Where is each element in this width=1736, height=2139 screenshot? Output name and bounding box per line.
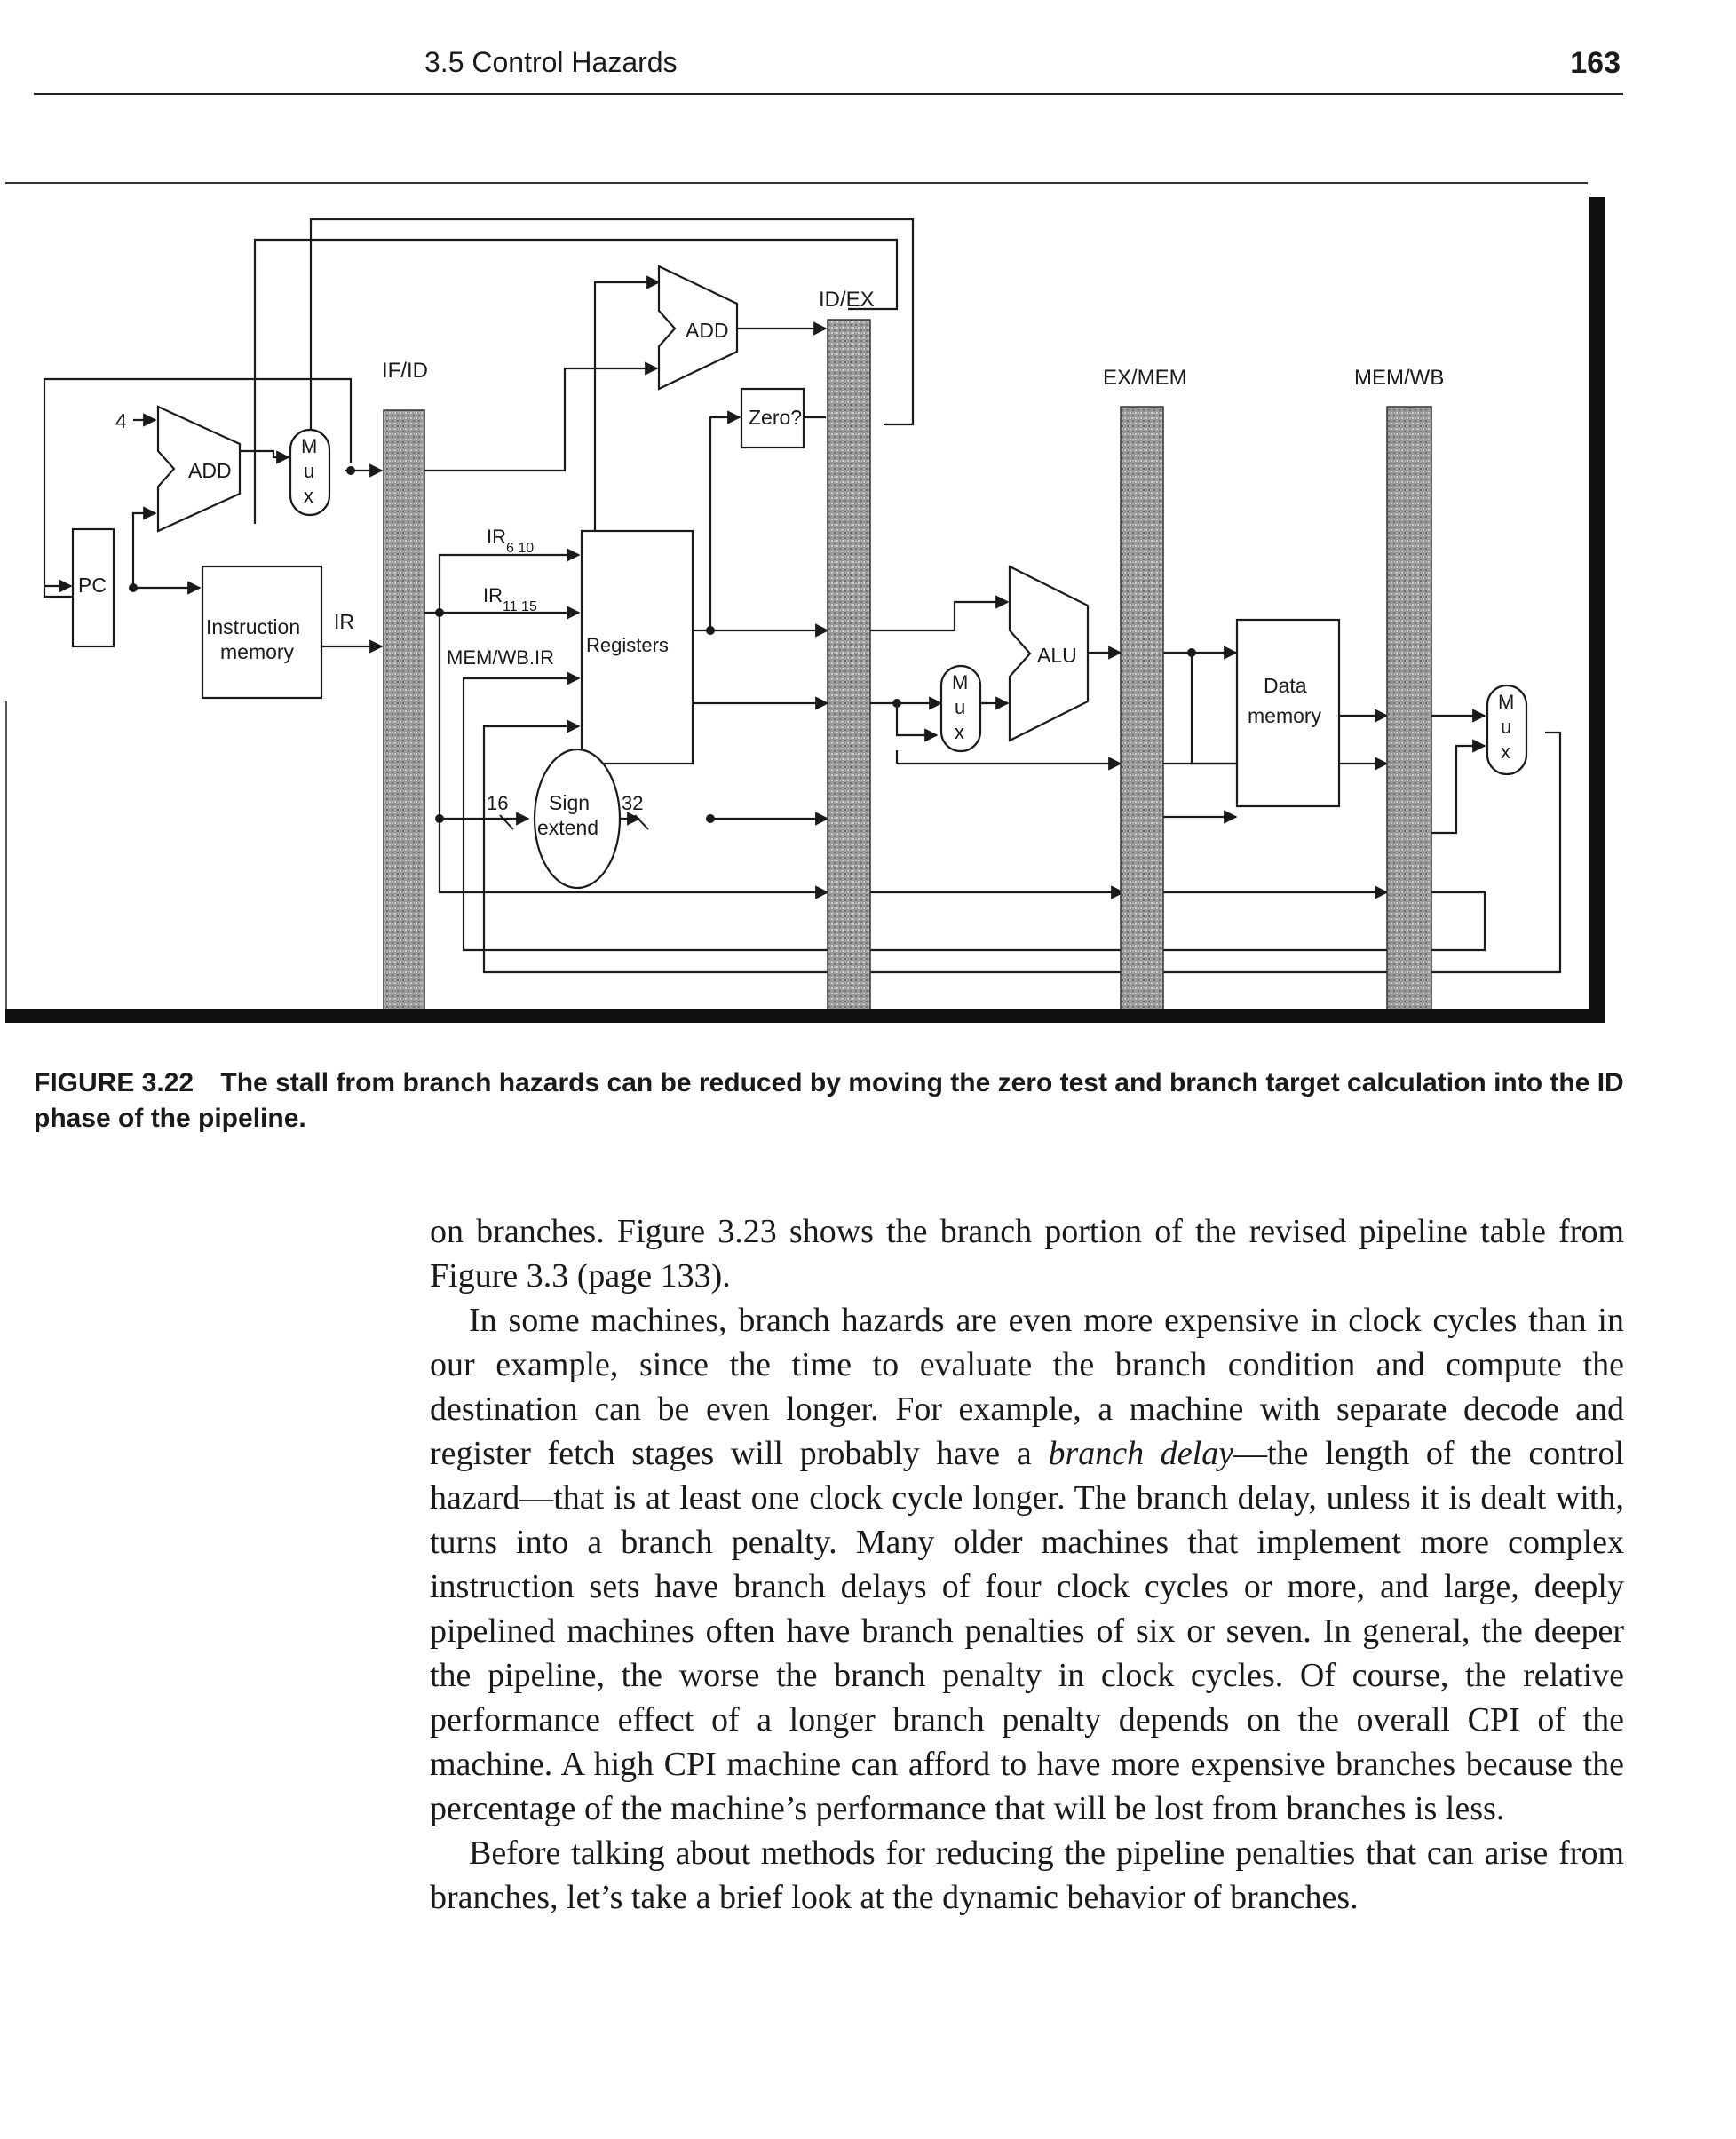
figure-caption-label: FIGURE 3.22	[34, 1068, 194, 1097]
label-ex-mem: EX/MEM	[1103, 366, 1187, 390]
paragraph-2-rest: —the length of the control hazard—that i…	[430, 1435, 1625, 1827]
figure-top-rule	[5, 182, 1588, 184]
term-branch-delay: branch delay	[1048, 1435, 1234, 1472]
ir-label: IR	[334, 610, 354, 633]
paragraph-2: In some machines, branch hazards are eve…	[430, 1298, 1624, 1831]
pc-adder-label: ADD	[188, 459, 232, 482]
data-memory	[1235, 618, 1341, 808]
label-id-ex: ID/EX	[819, 288, 875, 312]
wires	[43, 218, 1562, 974]
pc-label: PC	[78, 574, 107, 597]
width-32-label: 32	[622, 792, 643, 814]
pc-mux-m: M	[301, 435, 317, 457]
register-file-label: Registers	[586, 634, 669, 656]
pc-mux-u: u	[304, 460, 314, 482]
pc-register	[71, 527, 115, 648]
register-file	[580, 529, 694, 765]
data-memory-label-1: Data	[1264, 674, 1307, 697]
junction-dots	[129, 466, 1196, 823]
data-memory-label-2: memory	[1248, 704, 1322, 727]
page-number: 163	[1570, 46, 1621, 80]
writeback-mux-x: x	[1501, 741, 1510, 763]
ex-mem-register	[1120, 406, 1164, 1012]
writeback-mux-u: u	[1501, 716, 1511, 738]
ir-6-10-label: IR6 10	[487, 526, 534, 556]
paragraph-1: on branches. Figure 3.23 shows the branc…	[430, 1213, 1624, 1295]
figure-frame-bottom	[5, 1009, 1605, 1023]
instruction-memory-label-2: memory	[220, 640, 295, 663]
pc-mux-x: x	[304, 485, 313, 507]
figure-caption: FIGURE 3.22 The stall from branch hazard…	[34, 1066, 1632, 1137]
figure-frame-right	[1589, 197, 1605, 1023]
const-four: 4	[115, 409, 127, 432]
zero-test-label: Zero?	[749, 406, 802, 429]
alu-mux-x: x	[955, 721, 964, 743]
figure-left-rule	[5, 701, 7, 1009]
instruction-memory-label-1: Instruction	[206, 615, 300, 638]
pipeline-registers	[383, 319, 1432, 1012]
pipeline-diagram: IF/ID ID/EX EX/MEM MEM/WB PC 4 ADD M u x…	[43, 218, 1562, 1012]
body-text: on branches. Figure 3.23 shows the branc…	[430, 1209, 1624, 1920]
pc-mux	[289, 428, 331, 517]
alu-mux	[939, 664, 982, 753]
paragraph-3: Before talking about methods for reducin…	[430, 1834, 1624, 1916]
label-if-id: IF/ID	[382, 359, 428, 383]
mem-wb-ir-label: MEM/WB.IR	[447, 646, 554, 669]
ir-11-15-label: IR11 15	[483, 584, 537, 614]
branch-adder	[657, 265, 739, 391]
label-mem-wb: MEM/WB	[1354, 366, 1444, 390]
alu-label: ALU	[1037, 644, 1077, 667]
header-rule	[34, 93, 1623, 95]
zero-test	[740, 387, 805, 449]
mem-wb-register	[1386, 406, 1432, 1012]
if-id-register	[383, 409, 425, 1012]
alu-mux-m: M	[952, 671, 968, 693]
width-16-label: 16	[487, 792, 508, 814]
pc-adder	[156, 405, 242, 533]
sign-extend-label-1: Sign	[549, 791, 590, 814]
alu-mux-u: u	[955, 696, 965, 718]
paragraph-2-lead: In some machines, branch hazards are eve…	[430, 1302, 1624, 1472]
running-header-section: 3.5 Control Hazards	[424, 46, 678, 78]
writeback-mux-m: M	[1498, 691, 1514, 713]
branch-adder-label: ADD	[686, 319, 729, 342]
figure-caption-text: The stall from branch hazards can be red…	[34, 1068, 1624, 1133]
sign-extend-unit	[533, 748, 622, 890]
instruction-memory	[201, 565, 323, 700]
sign-extend-label-2: extend	[537, 816, 598, 839]
id-ex-register	[827, 319, 871, 1012]
alu	[1008, 565, 1090, 742]
writeback-mux	[1486, 684, 1528, 776]
